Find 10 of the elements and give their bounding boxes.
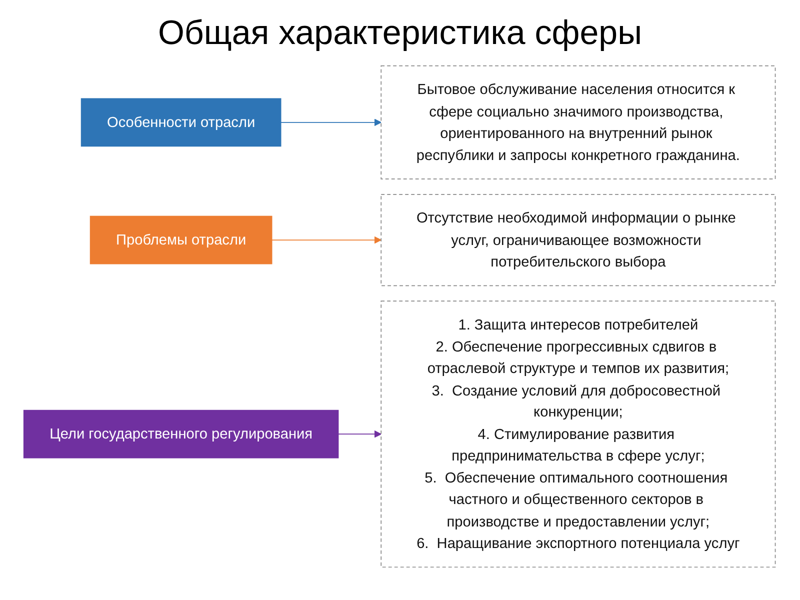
node-box: Бытовое обслуживание населения относится к сфере социально значимого производства, ориентированного на внутренний рынок республики и запросы конкретного гражданина. [381,65,776,180]
node-box: Отсутствие необходимой информации о рынке услуг, ограничивающее возможности потребительского выбора [381,194,776,286]
node-box: 1. Защита интересов потребителей 2. Обеспечение прогрессивных сдвигов в отраслевой структуре и темпов их развития; 3. Создание условий для добросовестной конкуренции; 4. Стимулирование развития предпринимательства в сфере услуг; 5. Обеспечение оптимального соотношения частного и общественного секторов в производстве и предоставлении услуг; 6. Наращивание экспортного потенциала услуг [381,300,776,568]
node-box: Цели государственного регулирования [24,410,340,458]
node-box: Особенности отрасли [81,98,282,147]
slide-title: Общая характеристика сферы [156,14,644,53]
node-box: Проблемы отрасли [90,216,273,264]
arrow [272,236,382,244]
arrow [280,118,382,126]
arrow [338,430,382,438]
